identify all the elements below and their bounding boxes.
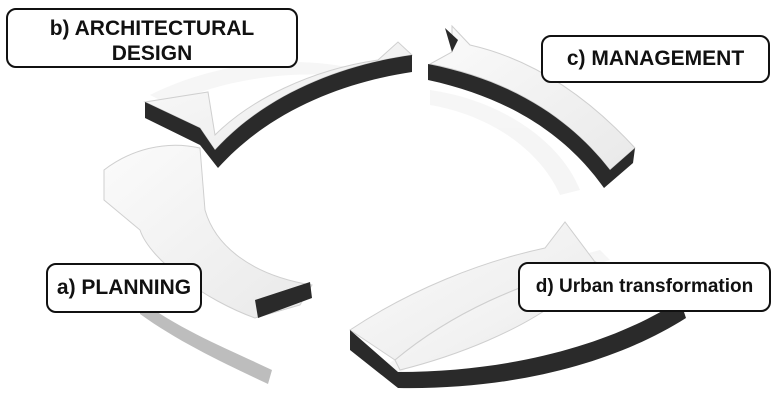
- label-management: c) MANAGEMENT: [566, 47, 745, 71]
- label-box-architectural-design: b) ARCHITECTURAL DESIGN: [6, 8, 298, 68]
- label-box-planning: a) PLANNING: [46, 263, 202, 313]
- arrow-management: [428, 24, 636, 188]
- label-box-urban-transformation: d) Urban transformation: [518, 262, 771, 312]
- label-architectural-design: b) ARCHITECTURAL DESIGN: [49, 17, 255, 66]
- label-planning: a) PLANNING: [56, 276, 192, 300]
- arrow-architectural-design: [143, 41, 414, 168]
- label-urban-transformation: d) Urban transformation: [535, 275, 754, 297]
- label-box-management: c) MANAGEMENT: [541, 35, 770, 83]
